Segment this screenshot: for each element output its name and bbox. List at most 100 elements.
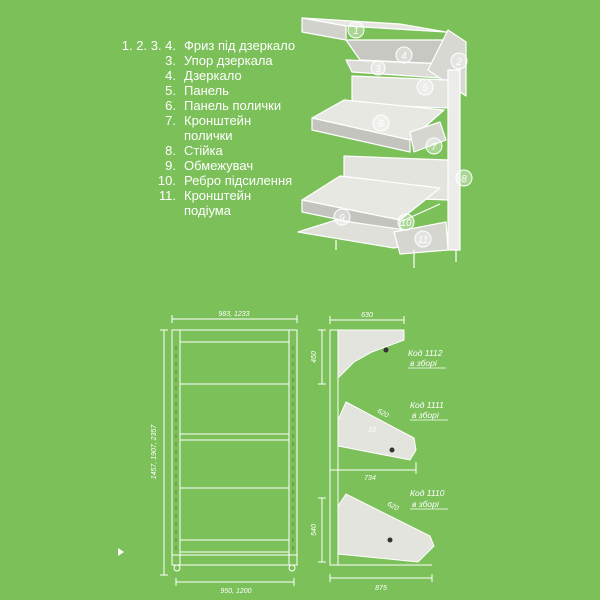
shelf-bracket-1111 [337,401,417,461]
code-note: в зборі [410,358,438,368]
perforation-slot [175,482,177,486]
perforation-slot [292,426,294,430]
attach-point [387,537,393,543]
perforation-slot [175,466,177,470]
part-markers: 1 2 3 4 5 6 7 8 9 10 11 [333,21,473,248]
perforation-slot [175,402,177,406]
perforation-slot [292,434,294,438]
perforation-slot [175,474,177,478]
front-top-width: 983, 1233 [218,311,249,318]
perforation-slot [175,362,177,366]
legend-label: Стійка [184,143,223,158]
marker-2: 2 [450,52,468,70]
legend-number: 3. [165,53,176,68]
code-label: Код 1110 [410,488,445,498]
perforation-slot [292,410,294,414]
svg-text:10: 10 [400,218,412,229]
perforation-slot [292,346,294,350]
perforation-slot [292,442,294,446]
legend-number: 11. [158,188,176,203]
perforation-slot [292,418,294,422]
code-label: Код 1111 [410,400,444,410]
side-upper-height: 450 [311,351,318,363]
perforation-slot [292,546,294,550]
legend-label: Фриз під дзеркало [184,38,296,53]
perforation-slot [292,354,294,358]
perforation-slot [175,418,177,422]
perforation-slot [175,450,177,454]
legend-label: Ребро підсилення [184,173,293,188]
perforation-slot [175,386,177,390]
marker-1: 1 [347,21,365,39]
perforation-slot [292,450,294,454]
perforation-slot [292,514,294,518]
legend-label: Дзеркало [184,68,242,83]
perforation-slot [175,530,177,534]
legend-row: 4.Дзеркало [118,68,295,83]
legend-label: Панель [184,83,229,98]
perforation-slot [292,506,294,510]
legend-row: 6.Панель полички [118,98,295,113]
perforation-slot [292,498,294,502]
marker-11: 11 [414,230,432,248]
perforation-slot [175,506,177,510]
legend-number: 10. [157,173,176,188]
front-base [171,554,298,566]
svg-text:3: 3 [375,64,381,75]
perforation-slot [175,426,177,430]
perforation-slot [292,466,294,470]
legend-row: 7.Кронштейн полички [118,113,295,143]
perforation-slot [292,522,294,526]
marker-10: 10 [397,213,415,231]
legend-row: 5. Панель [118,83,295,98]
legend-label: Упор дзеркала [184,53,273,68]
perforation-slot [175,354,177,358]
isometric-rack-view [297,17,467,268]
perforation-slot [292,530,294,534]
svg-text:5: 5 [422,83,428,94]
marker-8: 8 [455,169,473,187]
front-view [160,315,298,586]
perforation-slot [292,474,294,478]
shelf-bracket-part [409,121,447,153]
perforation-slot [175,434,177,438]
perforation-slot [292,402,294,406]
svg-text:2: 2 [455,57,462,68]
svg-text:1: 1 [353,26,359,37]
panel-part [351,75,449,109]
perforation-slot [175,410,177,414]
legend-row: 3. Упор дзеркала [118,53,295,68]
front-height: 1457, 1907, 2357 [151,424,158,480]
perforation-slot [175,522,177,526]
attach-point [389,447,395,453]
perforation-slot [292,378,294,382]
legend-row: 11. Кронштейн подіума [118,188,295,218]
legend-row: 10. Ребро підсилення [118,173,295,188]
svg-text:6: 6 [378,119,384,130]
legend-number: 1. 2. 3. 4. [121,38,176,53]
perforation-slot [175,490,177,494]
perforation-slot [292,370,294,374]
svg-text:7: 7 [431,142,437,153]
marker-6: 6 [372,114,390,132]
perforation-slot [292,458,294,462]
perforation-slot [175,498,177,502]
reinforcement-rib-part [399,203,441,223]
legend-label: Кронштейн подіума [184,188,252,218]
marker-5: 5 [416,78,434,96]
perforation-slot [175,370,177,374]
legend-number: 5. [165,83,176,98]
attach-point [383,347,389,353]
perforation-slot [175,378,177,382]
side-lower-height: 540 [311,524,318,536]
legend-row: 8.Стійка [118,143,295,158]
perforation-slot [175,514,177,518]
perforation-slot [175,394,177,398]
side-upright [329,329,339,566]
front-frieze [179,329,290,343]
code-label: Код 1112 [408,348,443,358]
front-bottom-width: 950, 1200 [220,588,251,595]
code-note: в зборі [412,410,440,420]
side-podium-length: 620 [386,501,400,513]
